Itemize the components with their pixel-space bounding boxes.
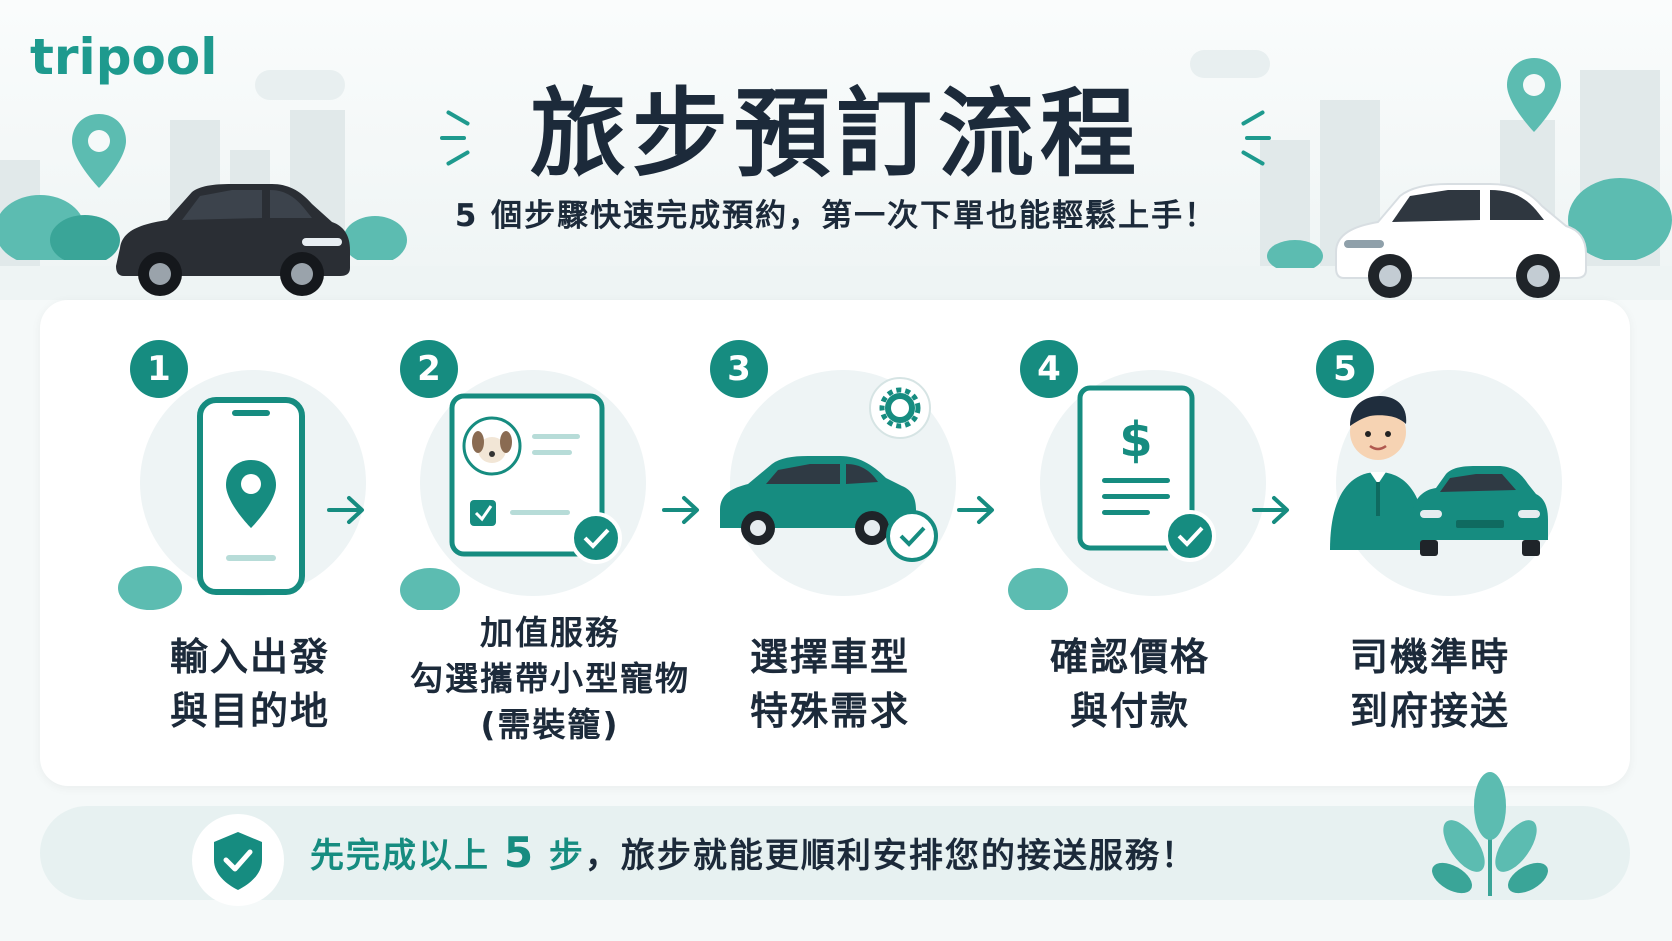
cloud-decoration — [255, 70, 345, 100]
bush-decoration — [0, 195, 120, 260]
steps-panel: 1 輸入出發 與目的地 2 — [40, 300, 1630, 786]
map-pin-icon — [1507, 58, 1561, 132]
step-1: 1 輸入出發 與目的地 — [100, 300, 400, 786]
arrow-right-icon — [957, 496, 994, 524]
phone-location-icon — [118, 397, 305, 610]
footer-message: 先完成以上 5 步，旅步就能更順利安排您的接送服務！ — [310, 828, 1197, 877]
step-label: 司機準時 到府接送 — [1349, 635, 1510, 733]
white-car-illustration — [1335, 183, 1587, 298]
step-number-badge: 2 — [400, 340, 458, 398]
brand-logo[interactable]: tripool — [30, 28, 218, 86]
plant-decoration — [1432, 772, 1548, 896]
arrow-right-icon — [662, 496, 699, 524]
step-label: 確認價格 與付款 — [1049, 635, 1210, 733]
bush-decoration — [343, 216, 407, 260]
black-car-illustration — [116, 184, 350, 296]
svg-text:$: $ — [1119, 412, 1152, 468]
step-number-badge: 5 — [1316, 340, 1374, 398]
arrow-right-icon — [1252, 496, 1289, 524]
step-number-badge: 1 — [130, 340, 188, 398]
map-pin-icon — [72, 114, 126, 188]
car-settings-icon — [720, 377, 938, 562]
title-dash-decoration — [1245, 136, 1271, 140]
bush-decoration — [1568, 178, 1672, 260]
step-label: 輸入出發 與目的地 — [169, 635, 330, 733]
arrow-right-icon — [327, 496, 364, 524]
shield-check-icon — [192, 814, 284, 906]
step-label: 加值服務 勾選攜帶小型寵物 (需裝籠) — [410, 613, 690, 744]
step-5: 5 司機準時 到府接送 — [1280, 300, 1580, 786]
step-number-badge: 4 — [1020, 340, 1078, 398]
page-title: 旅步預訂流程 — [530, 78, 1142, 190]
footer-banner: 先完成以上 5 步，旅步就能更順利安排您的接送服務！ — [40, 772, 1630, 906]
driver-car-icon — [1330, 396, 1548, 556]
title-dash-decoration — [440, 136, 466, 140]
page-subtitle: 5 個步驟快速完成預約，第一次下單也能輕鬆上手！ — [454, 198, 1218, 234]
step-2: 2 加值服務 勾選攜帶小型寵物 (需裝籠) — [400, 300, 700, 786]
step-4: 4 $ 確認價格 與付款 — [980, 300, 1280, 786]
pet-form-icon — [400, 393, 622, 610]
cloud-decoration — [1190, 50, 1270, 78]
invoice-check-icon: $ — [1008, 385, 1216, 610]
step-3: 3 選擇車型 特殊需求 — [680, 300, 980, 786]
bush-decoration — [1267, 240, 1323, 268]
step-label: 選擇車型 特殊需求 — [749, 635, 910, 733]
step-number-badge: 3 — [710, 340, 768, 398]
